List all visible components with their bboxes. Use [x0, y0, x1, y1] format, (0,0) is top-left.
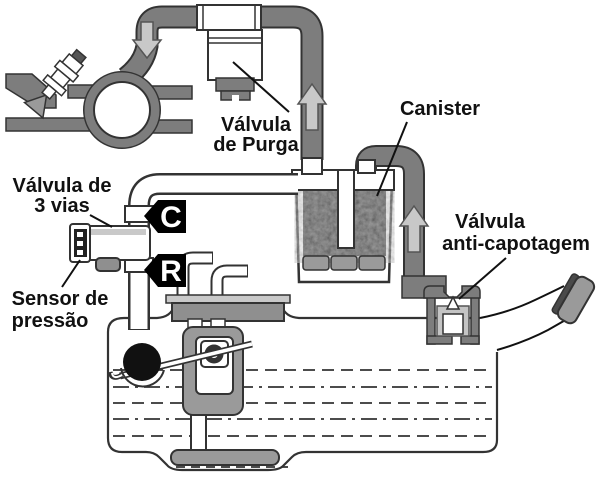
- rollover-float-core: [442, 313, 464, 335]
- pump-foot: [170, 449, 280, 466]
- fuel-cap: [551, 273, 596, 325]
- purge-valve: [196, 4, 263, 101]
- pressure-sensor-callout: [61, 259, 81, 288]
- flow-up-arrow-icon: [398, 204, 430, 253]
- port-tag-r: R: [144, 254, 186, 288]
- canister-callout: [376, 121, 408, 197]
- purge-valve-callout: [232, 61, 290, 113]
- purge-valve-label-line2: de Purga: [213, 134, 299, 156]
- three-way-valve-label-line1: Válvula de: [13, 175, 112, 197]
- fuel-level-dashes: [113, 369, 492, 468]
- rollover-housing-bottom: [426, 335, 453, 345]
- purge-valve-connector: [215, 77, 255, 92]
- throttle-bore-ring: [84, 72, 160, 148]
- anti-rollover-callout: [458, 257, 507, 300]
- purge-pipe-run: [118, 5, 324, 160]
- anti-rollover-label-line2: anti-capotagem: [442, 233, 590, 255]
- three-way-valve-top-strip: [90, 229, 146, 235]
- reservoir-line-pipe: [124, 256, 154, 330]
- rollover-needle: [445, 295, 461, 310]
- canister-port: [301, 157, 323, 175]
- float-cradle: [120, 367, 165, 388]
- three-way-valve-nipple: [95, 257, 121, 272]
- pressure-sensor-label-line2: pressão: [12, 310, 89, 332]
- fuel-injector-icon: [23, 48, 87, 120]
- purge-valve-label-line1: Válvula: [221, 114, 292, 136]
- float-ball: [123, 343, 161, 381]
- pressure-sensor-connector: [69, 223, 91, 263]
- throttle-bore-inner: [93, 81, 151, 139]
- purge-valve-tee: [196, 4, 262, 31]
- runner-band: [5, 117, 97, 132]
- anti-rollover-valve: [401, 275, 481, 345]
- flow-up-arrow-icon: [296, 82, 328, 131]
- port-tag-r-letter: R: [160, 255, 182, 288]
- canister-dip-tube: [337, 169, 355, 249]
- three-way-valve: [69, 223, 151, 272]
- intake-manifold: [5, 48, 193, 149]
- port-tag-c-letter: C: [160, 201, 182, 234]
- anti-rollover-label-line1: Válvula: [455, 211, 526, 233]
- three-way-valve-label-line2: 3 vias: [34, 195, 90, 217]
- port-tag-c: C: [144, 200, 186, 234]
- canister-label: Canister: [400, 98, 480, 120]
- fuel-filler-neck: [479, 273, 596, 351]
- filler-neck-upper-line: [479, 285, 565, 319]
- canister-bottom-band: [302, 255, 386, 271]
- flow-down-arrow-icon: [131, 21, 163, 60]
- labels: Válvula de Purga Canister Válvula de 3 v…: [12, 61, 590, 332]
- canister: [291, 157, 395, 284]
- rollover-housing-bottom: [460, 335, 480, 345]
- pump-flange: [171, 302, 285, 322]
- canister-port: [357, 159, 376, 174]
- pump-flange-plate: [165, 294, 291, 304]
- rollover-lid: [423, 285, 481, 299]
- canister-line-pipe: [124, 173, 298, 228]
- fuel-pump-module: [107, 251, 291, 466]
- three-way-valve-callout: [89, 214, 113, 228]
- pressure-sensor-label-line1: Sensor de: [12, 288, 109, 310]
